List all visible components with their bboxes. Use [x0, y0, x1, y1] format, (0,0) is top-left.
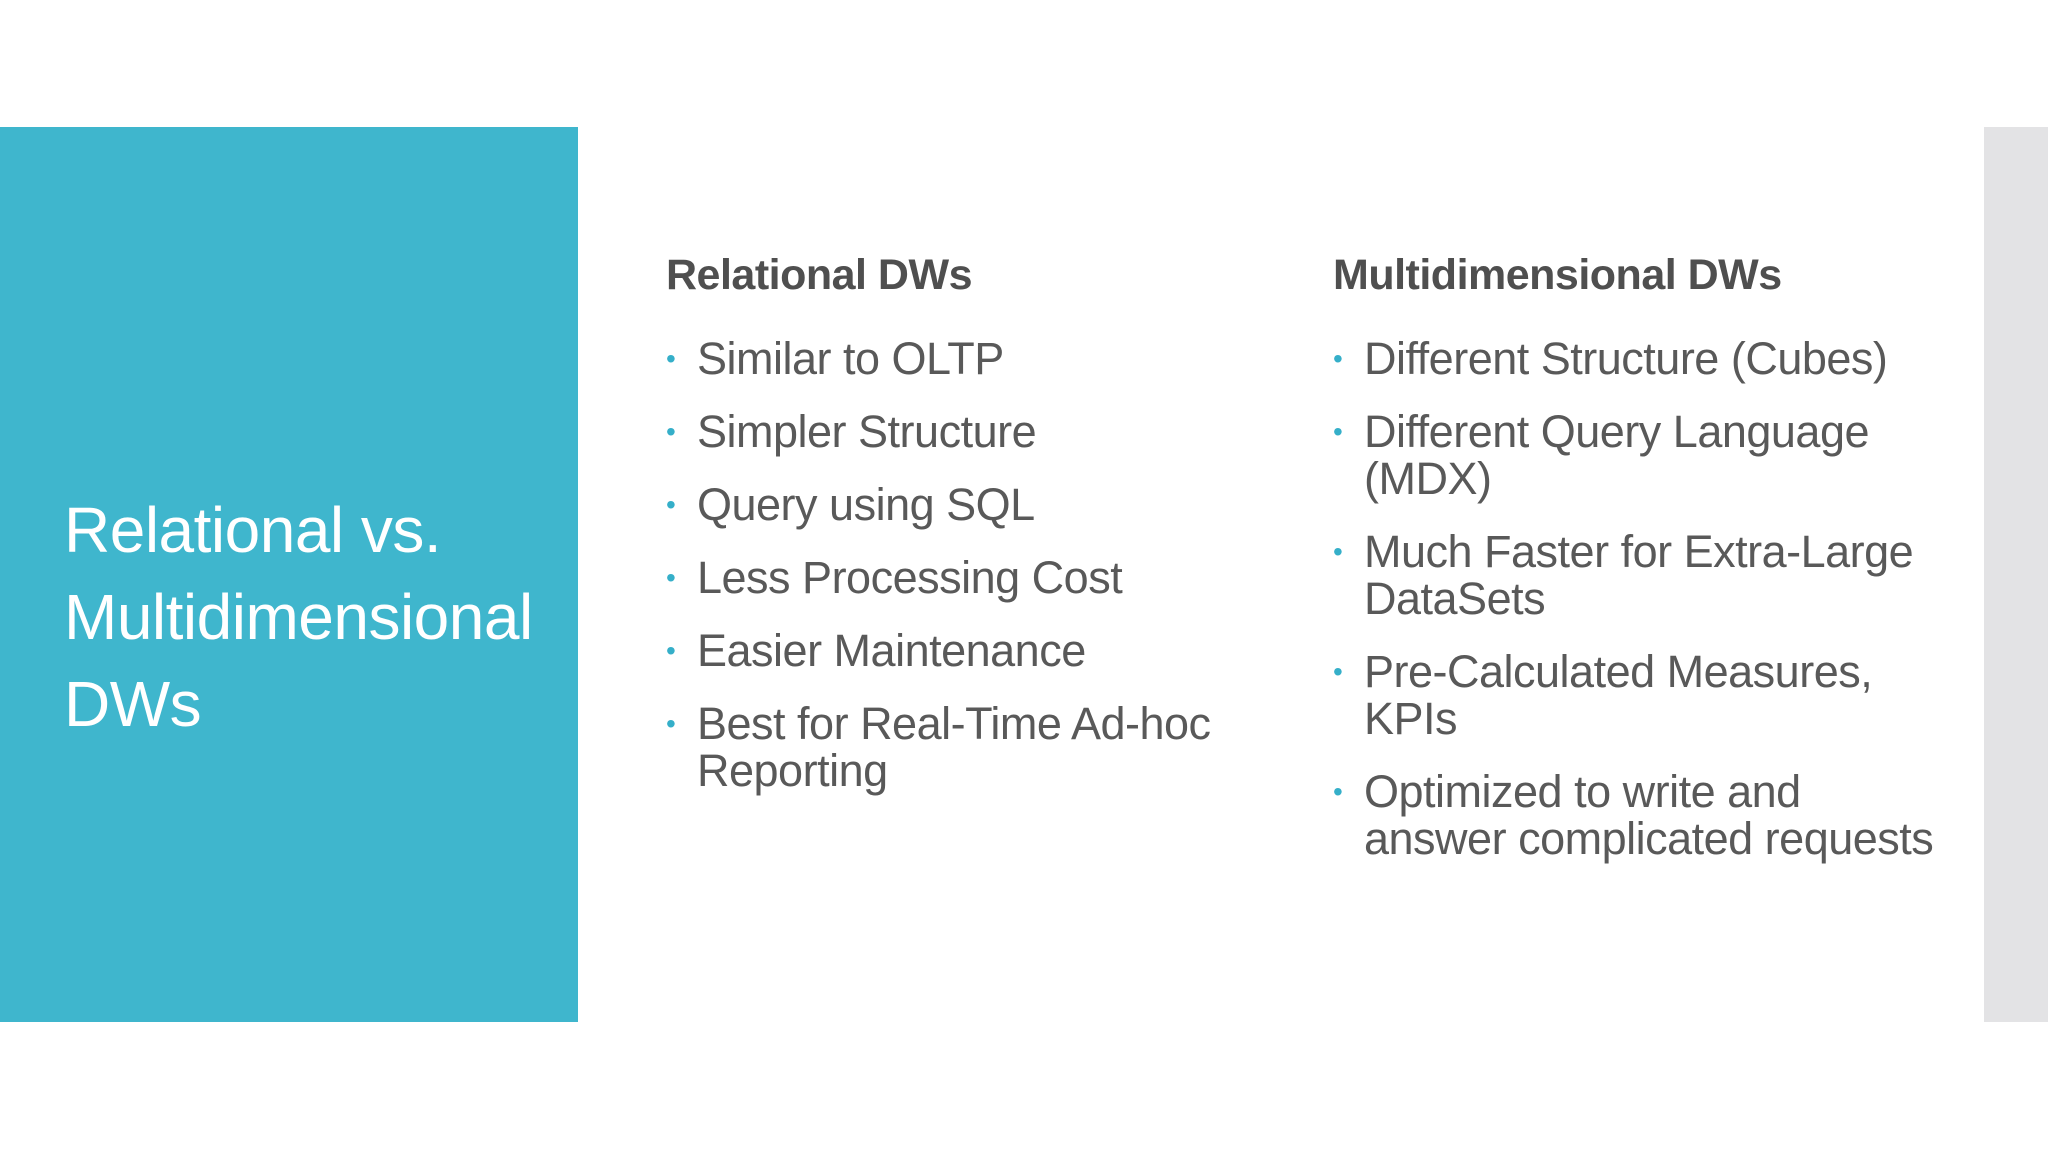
bullet-list-item: • Simpler Structure	[666, 408, 1301, 455]
bullet-item-text: Different Structure (Cubes)	[1364, 333, 1888, 384]
right-accent-strip	[1984, 127, 2048, 1022]
title-panel: Relational vs. Multidimensional DWs	[0, 127, 578, 1022]
bullet-icon: •	[1333, 536, 1343, 567]
bullet-item-text: Similar to OLTP	[697, 333, 1004, 384]
bullet-item-text: Simpler Structure	[697, 406, 1037, 457]
bullet-list-item: • Much Faster for Extra-Large DataSets	[1333, 528, 1968, 622]
bullet-item-text: Query using SQL	[697, 479, 1035, 530]
column-multidimensional-dws: Multidimensional DWs • Different Structur…	[1333, 249, 1968, 888]
bullet-icon: •	[1333, 416, 1343, 447]
bullet-icon: •	[1333, 776, 1343, 807]
bullet-icon: •	[666, 416, 676, 447]
bullet-item-text: Pre-Calculated Measures, KPIs	[1364, 646, 1873, 744]
bullet-list-item: • Similar to OLTP	[666, 335, 1301, 382]
column-heading-multidimensional: Multidimensional DWs	[1333, 251, 1782, 299]
bullet-list-item: • Query using SQL	[666, 481, 1301, 528]
bullet-list-item: • Optimized to write and answer complicat…	[1333, 768, 1968, 862]
bullet-icon: •	[666, 343, 676, 374]
bullet-list-item: • Pre-Calculated Measures, KPIs	[1333, 648, 1968, 742]
bullet-list-item: • Easier Maintenance	[666, 627, 1301, 674]
slide-title: Relational vs. Multidimensional DWs	[64, 494, 533, 740]
bullet-list-item: • Different Structure (Cubes)	[1333, 335, 1968, 382]
bullet-icon: •	[666, 708, 676, 739]
bullet-icon: •	[666, 635, 676, 666]
bullet-item-text: Less Processing Cost	[697, 552, 1123, 603]
bullet-list-relational: • Similar to OLTP • Simpler Structure • Query…	[666, 335, 1301, 794]
bullet-item-text: Easier Maintenance	[697, 625, 1086, 676]
column-heading-relational: Relational DWs	[666, 251, 973, 299]
bullet-item-text: Best for Real-Time Ad-hoc Reporting	[697, 698, 1211, 796]
bullet-list-item: • Less Processing Cost	[666, 554, 1301, 601]
bullet-item-text: Different Query Language (MDX)	[1364, 406, 1870, 504]
bullet-item-text: Much Faster for Extra-Large DataSets	[1364, 526, 1914, 624]
bullet-icon: •	[1333, 343, 1343, 374]
column-relational-dws: Relational DWs • Similar to OLTP • Simpler …	[666, 249, 1301, 820]
bullet-list-item: • Different Query Language (MDX)	[1333, 408, 1968, 502]
bullet-list-multidimensional: • Different Structure (Cubes) • Different Q…	[1333, 335, 1968, 862]
bullet-icon: •	[666, 562, 676, 593]
bullet-list-item: • Best for Real-Time Ad-hoc Reporting	[666, 700, 1301, 794]
bullet-item-text: Optimized to write and answer complicate…	[1364, 766, 1934, 864]
bullet-icon: •	[1333, 656, 1343, 687]
bullet-icon: •	[666, 489, 676, 520]
